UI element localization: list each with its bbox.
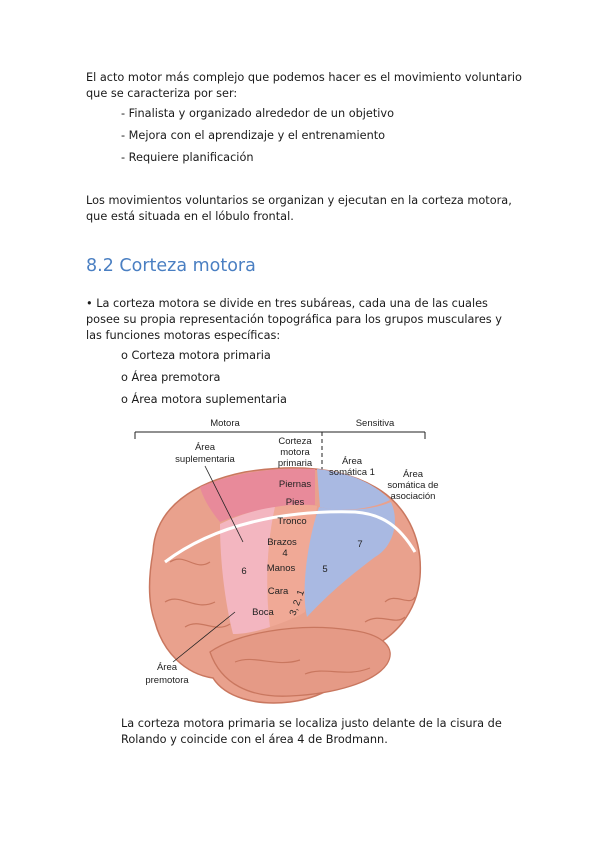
paragraph-subareas: • La corteza motora se divide en tres su… — [86, 297, 502, 342]
feature-item: - Mejora con el aprendizaje y el entrena… — [121, 129, 386, 142]
temporal-lobe — [209, 626, 391, 697]
label-asociacion-3: asociación — [391, 491, 436, 502]
label-manos: Manos — [267, 563, 296, 574]
label-brazos-4: 4 — [282, 548, 287, 559]
label-area-suplementaria-2: suplementaria — [175, 454, 235, 465]
area-suplementaria-region — [200, 468, 315, 522]
fissure-line — [164, 510, 417, 564]
label-pies: Pies — [286, 497, 305, 508]
subarea-item: o Área motora suplementaria — [121, 393, 287, 406]
label-asociacion-2: somática de — [387, 480, 438, 491]
subarea-item: o Área premotora — [121, 371, 221, 384]
label-sensitiva: Sensitiva — [356, 418, 395, 429]
section-heading: 8.2 Corteza motora — [86, 256, 256, 276]
label-somatica-1: Área — [342, 456, 363, 467]
label-piernas: Piernas — [279, 479, 311, 490]
pointer-suplementaria — [204, 465, 244, 543]
label-corteza-1: Corteza — [278, 436, 312, 447]
figure-caption: La corteza motora primaria se localiza j… — [121, 717, 502, 746]
label-motora: Motora — [210, 418, 240, 429]
brain-sulci — [164, 558, 416, 675]
area-premotora-region — [220, 507, 275, 634]
subarea-item: o Corteza motora primaria — [121, 349, 271, 362]
pointer-premotora — [172, 611, 236, 663]
primary-motor-strip — [267, 504, 317, 627]
paragraph-motor-cortex: Los movimientos voluntarios se organizan… — [86, 194, 512, 223]
label-brazos: Brazos — [267, 537, 297, 548]
label-tronco: Tronco — [277, 516, 306, 527]
feature-item: - Requiere planificación — [121, 151, 254, 164]
label-area-5: 5 — [322, 564, 327, 575]
brain-motor-cortex-figure: Motora Sensitiva Área suplementaria Cort… — [134, 418, 439, 704]
label-area-suplementaria-1: Área — [195, 442, 216, 453]
label-premotora-1: Área — [157, 662, 178, 673]
label-corteza-3: primaria — [278, 458, 313, 469]
label-area-7: 7 — [357, 539, 362, 550]
label-premotora-2: premotora — [145, 675, 189, 686]
label-asociacion-1: Área — [403, 469, 424, 480]
label-cara: Cara — [268, 586, 289, 597]
sensory-top-region — [317, 469, 390, 510]
label-somatica-2: somática 1 — [329, 467, 375, 478]
label-corteza-2: motora — [280, 447, 310, 458]
label-area-6: 6 — [241, 566, 246, 577]
feature-item: - Finalista y organizado alrededor de un… — [121, 107, 395, 120]
area-somatica-region — [304, 502, 395, 617]
intro-paragraph: El acto motor más complejo que podemos h… — [86, 71, 522, 100]
label-boca: Boca — [252, 607, 274, 618]
